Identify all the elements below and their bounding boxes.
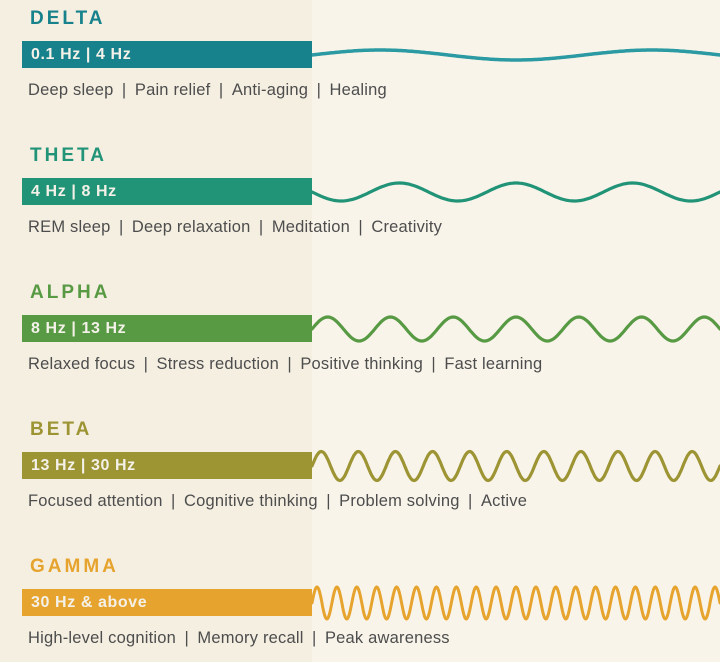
frequency-bar-delta: 0.1 Hz | 4 Hz (22, 41, 312, 68)
frequency-label-alpha: 8 Hz | 13 Hz (31, 319, 127, 337)
frequency-bar-gamma: 30 Hz & above (22, 589, 312, 616)
frequency-label-delta: 0.1 Hz | 4 Hz (31, 45, 132, 63)
wave-delta (312, 47, 720, 62)
band-row-theta: 4 Hz | 8 Hz (22, 178, 720, 205)
band-description-theta: REM sleep | Deep relaxation | Meditation… (28, 218, 443, 236)
frequency-label-beta: 13 Hz | 30 Hz (31, 456, 136, 474)
band-gamma: GAMMA 30 Hz & above High-level cognition… (0, 548, 720, 662)
band-title-beta: BETA (30, 419, 93, 440)
wave-alpha (312, 314, 720, 343)
wave-theta (312, 180, 720, 203)
band-title-theta: THETA (30, 145, 107, 166)
wave-beta (312, 449, 720, 482)
frequency-bar-alpha: 8 Hz | 13 Hz (22, 315, 312, 342)
band-description-alpha: Relaxed focus | Stress reduction | Posit… (28, 355, 543, 373)
band-beta: BETA 13 Hz | 30 Hz Focused attention | C… (0, 411, 720, 548)
band-description-delta: Deep sleep | Pain relief | Anti-aging | … (28, 81, 387, 99)
band-row-delta: 0.1 Hz | 4 Hz (22, 41, 720, 68)
frequency-bar-theta: 4 Hz | 8 Hz (22, 178, 312, 205)
band-title-gamma: GAMMA (30, 556, 119, 577)
frequency-label-gamma: 30 Hz & above (31, 593, 148, 611)
frequency-bar-beta: 13 Hz | 30 Hz (22, 452, 312, 479)
band-row-alpha: 8 Hz | 13 Hz (22, 314, 720, 343)
band-row-beta: 13 Hz | 30 Hz (22, 449, 720, 482)
band-delta: DELTA 0.1 Hz | 4 Hz Deep sleep | Pain re… (0, 0, 720, 137)
frequency-label-theta: 4 Hz | 8 Hz (31, 182, 117, 200)
band-description-beta: Focused attention | Cognitive thinking |… (28, 492, 528, 510)
band-title-delta: DELTA (30, 8, 106, 29)
wave-gamma (312, 584, 720, 621)
band-theta: THETA 4 Hz | 8 Hz REM sleep | Deep relax… (0, 137, 720, 274)
right-background-panel (312, 0, 720, 662)
band-row-gamma: 30 Hz & above (22, 584, 720, 621)
band-alpha: ALPHA 8 Hz | 13 Hz Relaxed focus | Stres… (0, 274, 720, 411)
band-description-gamma: High-level cognition | Memory recall | P… (28, 629, 450, 647)
band-title-alpha: ALPHA (30, 282, 111, 303)
